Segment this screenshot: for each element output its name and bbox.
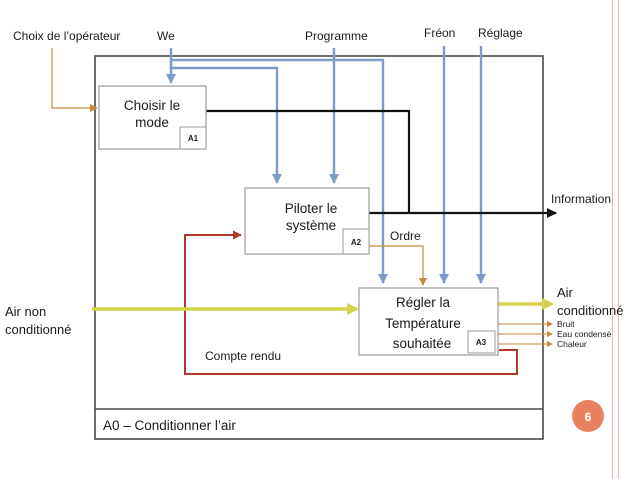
decor-line-right [618, 0, 619, 479]
a0-frame [94, 55, 544, 440]
decor-line-left [612, 0, 613, 479]
page-number: 6 [585, 410, 592, 424]
label-eau: Eau condensé [557, 329, 612, 339]
box-a2-line1: Piloter le [285, 201, 338, 216]
label-conditionne-out: conditionné [557, 303, 624, 318]
box-a1-line1: Choisir le [124, 98, 180, 113]
label-bruit: Bruit [557, 319, 575, 329]
frame-title: A0 – Conditionner l’air [103, 418, 236, 433]
arrow-ordre [369, 245, 427, 286]
label-air-out: Air [557, 285, 574, 300]
arrow-choix-operateur [51, 48, 98, 112]
label-freon: Fréon [424, 26, 455, 40]
label-chaleur: Chaleur [557, 339, 587, 349]
box-a2-tag-frame [342, 228, 370, 255]
box-a3-line3: souhaitée [393, 336, 452, 351]
label-conditionne-in: conditionné [5, 322, 72, 337]
box-a3-line2: Température [385, 316, 461, 331]
label-reglage: Réglage [478, 26, 523, 40]
box-a1-tag: A1 [188, 134, 199, 143]
box-a2: Piloter le système A2 [244, 187, 370, 255]
box-a3-tag: A3 [476, 338, 487, 347]
box-a1: Choisir le mode A1 [98, 85, 207, 150]
box-a1-line2: mode [135, 115, 169, 130]
arrow-compte-rendu [184, 230, 518, 375]
label-compte-rendu: Compte rendu [205, 349, 281, 363]
page-number-badge [572, 400, 604, 432]
box-a2-tag: A2 [351, 238, 362, 247]
arrow-we-to-a2 [169, 60, 282, 184]
box-a3-line1: Régler la [396, 295, 451, 310]
box-a2-line2: système [286, 218, 336, 233]
box-a1-tag-frame [179, 126, 207, 150]
label-choix-operateur: Choix de l’opérateur [13, 29, 120, 43]
label-programme: Programme [305, 29, 368, 43]
arrow-information [206, 109, 411, 213]
label-information: Information [551, 192, 611, 206]
box-a3: Régler la Température souhaitée A3 [358, 287, 499, 356]
label-air-non: Air non [5, 304, 46, 319]
label-we: We [157, 29, 175, 43]
box-a3-tag-frame [467, 330, 496, 354]
label-ordre: Ordre [390, 229, 421, 243]
arrow-we-to-a3 [171, 58, 388, 284]
